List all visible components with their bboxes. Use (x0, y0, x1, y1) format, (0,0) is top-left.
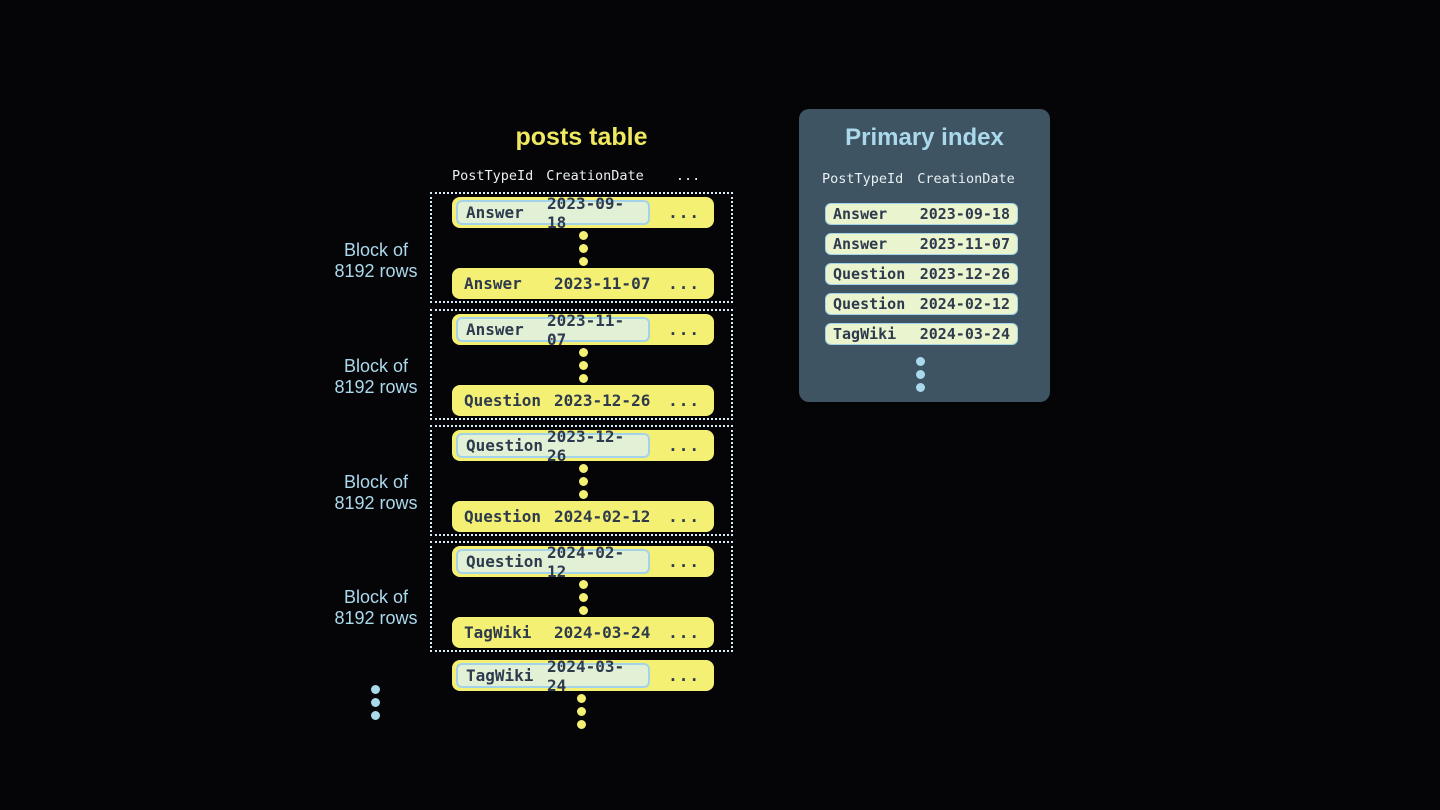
creation-date-value: 2024-02-12 (919, 295, 1010, 313)
column-header-posttypeid: PostTypeId (452, 168, 534, 184)
posts-row-first: Question 2024-02-12 ... (452, 543, 714, 581)
post-type-value: Question (466, 552, 544, 571)
creation-date-value: 2023-12-26 (547, 426, 625, 465)
index-entry: Answer 2023-09-18 (825, 203, 1018, 225)
row-columns-ellipsis: ... (668, 623, 700, 642)
block-size-label-2: Block of 8192 rows (306, 356, 446, 398)
index-entry: Question 2023-12-26 (825, 263, 1018, 285)
posts-block-3: Question 2023-12-26 ... Question 2024-02… (430, 425, 733, 536)
row-highlight-pill: Question 2023-12-26 (456, 427, 650, 465)
creation-date-value: 2023-11-07 (547, 310, 625, 349)
creation-date-value: 2024-02-12 (554, 507, 651, 526)
post-type-value: Answer (464, 274, 522, 293)
creation-date-value: 2023-12-26 (919, 265, 1010, 283)
posts-table-column-headers: PostTypeId CreationDate ... (430, 168, 733, 184)
post-type-value: TagWiki (464, 623, 532, 642)
creation-date-value: 2024-03-24 (547, 656, 625, 695)
block-size-label-line2: 8192 rows (334, 493, 418, 513)
row-columns-ellipsis: ... (668, 666, 700, 685)
post-type-value: Answer (466, 203, 524, 222)
column-header-ellipsis: ... (675, 168, 701, 184)
post-type-value: Question (464, 507, 542, 526)
more-blocks-dots (371, 685, 380, 720)
posts-row-first: Answer 2023-09-18 ... (452, 194, 714, 232)
rows-ellipsis-dots (579, 464, 588, 499)
block-size-label-line2: 8192 rows (334, 261, 418, 281)
more-rows-dots (577, 694, 586, 729)
posts-block-1: Answer 2023-09-18 ... Answer 2023-11-07 … (430, 192, 733, 303)
row-columns-ellipsis: ... (668, 552, 700, 571)
post-type-value: Question (833, 295, 906, 313)
block-size-label-line1: Block of (343, 587, 409, 607)
posts-row-overflow: TagWiki 2024-03-24 ... (452, 657, 714, 695)
row-highlight-pill: Answer 2023-09-18 (456, 194, 650, 232)
posts-row-last: Question 2024-02-12 ... (452, 501, 714, 532)
posts-table-title: posts table (515, 123, 648, 151)
posts-block-2: Answer 2023-11-07 ... Question 2023-12-2… (430, 309, 733, 420)
creation-date-value: 2023-09-18 (547, 193, 625, 232)
creation-date-value: 2023-11-07 (919, 235, 1010, 253)
post-type-value: Answer (466, 320, 524, 339)
post-type-value: Question (833, 265, 906, 283)
block-size-label-line2: 8192 rows (334, 608, 418, 628)
row-columns-ellipsis: ... (668, 203, 700, 222)
post-type-value: Answer (833, 235, 888, 253)
column-header-creationdate: CreationDate (546, 168, 644, 184)
row-columns-ellipsis: ... (668, 507, 700, 526)
creation-date-value: 2024-03-24 (919, 325, 1010, 343)
primary-index-column-headers: PostTypeId CreationDate (822, 171, 1015, 187)
rows-ellipsis-dots (579, 580, 588, 615)
creation-date-value: 2023-12-26 (554, 391, 651, 410)
block-size-label-line1: Block of (343, 356, 409, 376)
index-entry: Answer 2023-11-07 (825, 233, 1018, 255)
posts-row-last: TagWiki 2024-03-24 ... (452, 617, 714, 648)
block-size-label-line1: Block of (343, 240, 409, 260)
more-index-entries-dots (916, 357, 925, 392)
primary-index-title: Primary index (845, 124, 1004, 151)
rows-ellipsis-dots (579, 348, 588, 383)
rows-ellipsis-dots (579, 231, 588, 266)
row-columns-ellipsis: ... (668, 320, 700, 339)
creation-date-value: 2024-03-24 (554, 623, 651, 642)
post-type-value: Question (464, 391, 542, 410)
row-columns-ellipsis: ... (668, 436, 700, 455)
block-size-label-3: Block of 8192 rows (306, 472, 446, 514)
primary-index-panel: Primary index PostTypeId CreationDate An… (799, 109, 1050, 402)
post-type-value: Answer (833, 205, 888, 223)
posts-row-last: Question 2023-12-26 ... (452, 385, 714, 416)
block-size-label-1: Block of 8192 rows (306, 240, 446, 282)
posts-row-first: Question 2023-12-26 ... (452, 427, 714, 465)
post-type-value: TagWiki (833, 325, 897, 343)
row-columns-ellipsis: ... (668, 391, 700, 410)
creation-date-value: 2024-02-12 (547, 542, 625, 581)
post-type-value: TagWiki (466, 666, 534, 685)
creation-date-value: 2023-11-07 (554, 274, 651, 293)
row-highlight-pill: Answer 2023-11-07 (456, 311, 650, 349)
row-highlight-pill: TagWiki 2024-03-24 (456, 657, 650, 695)
posts-block-4: Question 2024-02-12 ... TagWiki 2024-03-… (430, 541, 733, 652)
creation-date-value: 2023-09-18 (919, 205, 1010, 223)
row-columns-ellipsis: ... (668, 274, 700, 293)
index-entry: Question 2024-02-12 (825, 293, 1018, 315)
block-size-label-line1: Block of (343, 472, 409, 492)
block-size-label-4: Block of 8192 rows (306, 587, 446, 629)
posts-row-first: Answer 2023-11-07 ... (452, 311, 714, 349)
block-size-label-line2: 8192 rows (334, 377, 418, 397)
posts-row-last: Answer 2023-11-07 ... (452, 268, 714, 299)
index-entry: TagWiki 2024-03-24 (825, 323, 1018, 345)
post-type-value: Question (466, 436, 544, 455)
column-header-posttypeid: PostTypeId (822, 171, 904, 187)
column-header-creationdate: CreationDate (917, 171, 1015, 187)
row-highlight-pill: Question 2024-02-12 (456, 543, 650, 581)
